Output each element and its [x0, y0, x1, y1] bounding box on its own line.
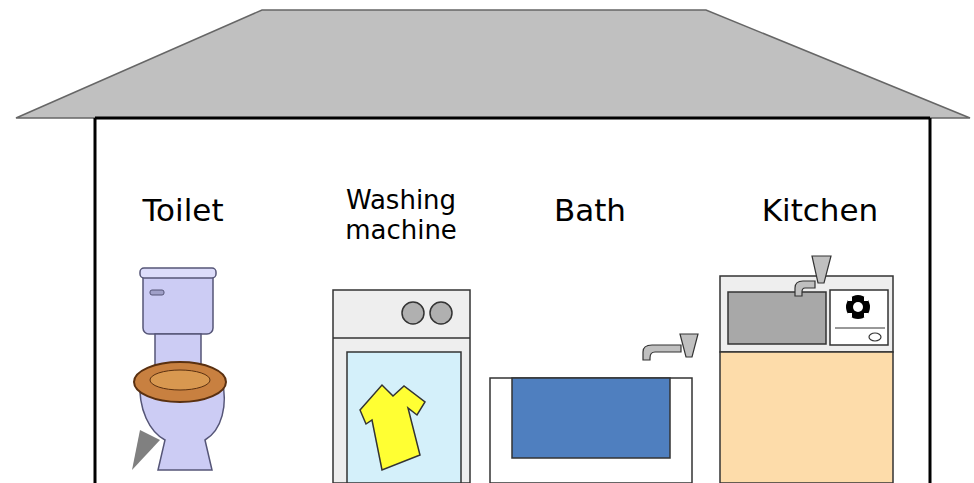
toilet-handle [150, 290, 164, 295]
right-wall [929, 118, 932, 483]
shirt [360, 385, 425, 470]
kitchen-cabinet [720, 352, 893, 483]
bathtub [490, 378, 692, 483]
toilet-lid [140, 268, 216, 278]
toilet-tank [143, 272, 213, 334]
washer-window [347, 352, 461, 483]
stove-panel-line [835, 328, 885, 329]
stove-burner-grate [848, 297, 852, 301]
washer-panel-line [333, 337, 470, 339]
ceiling-line [95, 117, 930, 120]
washer-body [333, 290, 470, 483]
toilet-seat [134, 362, 226, 402]
stove-burner-center [853, 302, 863, 312]
kitchen-sink [728, 292, 826, 344]
stove-burner-grate [848, 313, 852, 317]
bath-water [512, 378, 670, 458]
stove-burner [846, 295, 870, 319]
stove-knob [869, 333, 881, 341]
room-label: Kitchen [730, 193, 910, 229]
room-label: Toilet [93, 193, 273, 229]
bath-faucet-valve [680, 334, 698, 357]
washer-knob [402, 302, 424, 324]
washer-knob [430, 302, 452, 324]
stove-burner-grate [864, 297, 868, 301]
room-label: Bath [510, 193, 670, 229]
stove-burner-grate [864, 313, 868, 317]
toilet-seat-inner [150, 370, 210, 390]
stove [830, 290, 888, 345]
kitchen-faucet-pipe [795, 281, 815, 296]
kitchen-counter [720, 276, 893, 352]
bath-faucet-pipe [643, 345, 681, 360]
roof [16, 10, 970, 118]
room-label: Washing machine [321, 186, 481, 246]
toilet-shadow [132, 430, 160, 470]
kitchen-faucet-valve [812, 256, 831, 283]
left-wall [94, 118, 97, 483]
